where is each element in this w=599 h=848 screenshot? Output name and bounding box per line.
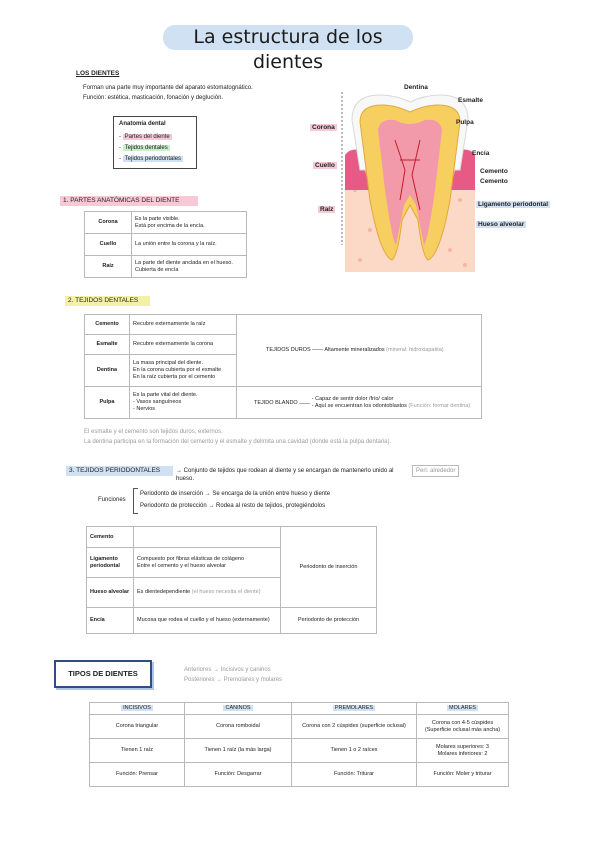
perio-name: Ligamento periodontal	[86, 547, 134, 578]
perio-name: Hueso alveolar	[86, 577, 134, 608]
table-row: Encía Mucosa que rodea el cuello y el hu…	[86, 607, 377, 634]
label-encia: Encía	[472, 150, 490, 157]
partes-heading: 1. PARTES ANATÓMICAS DEL DIENTE	[60, 196, 198, 206]
los-dientes-heading: LOS DIENTES	[76, 70, 120, 77]
perio-name: Encía	[86, 607, 134, 634]
table-row: Función: Prensar Función: Desgarrar Func…	[89, 762, 509, 787]
tejido-name: Esmalte	[84, 334, 130, 355]
partes-desc: La unión entre la corona y la raíz.	[131, 233, 247, 256]
perio-desc: Compuesto por fibras elásticas de coláge…	[133, 547, 281, 578]
tipos-note1: Anteriores → Incisivos y caninos	[184, 667, 271, 673]
partes-name: Cuello	[84, 233, 132, 256]
tejido-name: Dentina	[84, 354, 130, 387]
label-cemento1: Cemento	[480, 168, 508, 175]
anatomia-heading: Anatomía dental	[119, 121, 166, 127]
duros-cell: TEJIDOS DUROS —— Altamente mineralizados…	[236, 314, 482, 387]
table-row: Cemento Recubre externamente la raíz TEJ…	[84, 314, 482, 387]
table-row: Corona Es la parte visible.Está por enci…	[84, 211, 247, 234]
tipos-cell: Tienen 1 o 2 raíces	[291, 738, 417, 763]
brace	[133, 488, 138, 514]
gum-left	[345, 149, 370, 190]
tipos-heading: TIPOS DE DIENTES	[54, 660, 152, 688]
periodontales-heading: 3. TEJIDOS PERIODONTALES	[66, 466, 173, 476]
tipos-cell: Corona con 4-5 cúspides(Superficie oclus…	[416, 714, 509, 739]
label-corona: Corona	[310, 124, 337, 131]
tipos-table: INCISIVOS CANINOS PREMOLARES MOLARES Cor…	[89, 702, 509, 787]
func2: Periodonto de protección → Rodea al rest…	[140, 503, 326, 509]
table-row: Pulpa Es la parte vital del diente.- Vas…	[84, 386, 482, 419]
tejido-desc: Recubre externamente la corona	[129, 334, 237, 355]
anatomia-item: - Partes del diente	[119, 134, 172, 140]
funciones-label: Funciones	[98, 497, 126, 503]
pulp-shape	[378, 119, 442, 245]
tejido-name: Cemento	[84, 314, 130, 335]
partes-name: Raíz	[84, 255, 132, 278]
tipos-cell: Corona triangular	[89, 714, 185, 739]
gum-right	[450, 149, 475, 190]
tipos-cell: Corona con 2 cúspides (superficie oclusa…	[291, 714, 417, 739]
perio-desc: Es dientedependiente (el hueso necesita …	[133, 577, 281, 608]
anatomia-box: Anatomía dental - Partes del diente - Te…	[113, 116, 197, 169]
tejido-desc: La masa principal del diente.En la coron…	[129, 354, 237, 387]
page-title: La estructura de los dientes	[163, 25, 413, 73]
vessels	[394, 139, 421, 211]
tipos-cell: Tienen 1 raíz (la más larga)	[184, 738, 292, 763]
label-ligamento: Ligamento periodontal	[476, 201, 551, 208]
tipos-cell: Corona romboidal	[184, 714, 292, 739]
tejido-name: Pulpa	[84, 386, 130, 419]
partes-name: Corona	[84, 211, 132, 234]
los-dientes-line2: Función: estética, masticación, fonación…	[83, 95, 224, 101]
peri-tag: Peri: alrededor	[412, 465, 460, 477]
tipos-note2: Posteriores → Premolares y molares	[184, 677, 283, 683]
col-header: CANINOS	[184, 702, 292, 715]
proteccion-cell: Periodonto de protección	[280, 607, 377, 634]
partes-table: Corona Es la parte visible.Está por enci…	[84, 211, 247, 278]
perio-name: Cemento	[86, 526, 134, 548]
tipos-cell: Función: Triturar	[291, 762, 417, 787]
table-row: Cuello La unión entre la corona y la raí…	[84, 233, 247, 256]
periodontales-desc: → Conjunto de tejidos que rodean al dien…	[176, 468, 394, 482]
tejidos-table: Cemento Recubre externamente la raíz TEJ…	[84, 314, 482, 419]
tipos-cell: Función: Desgarrar	[184, 762, 292, 787]
tipos-cell: Tienen 1 raíz	[89, 738, 185, 763]
label-raiz: Raíz	[318, 206, 336, 213]
table-header-row: INCISIVOS CANINOS PREMOLARES MOLARES	[89, 702, 509, 715]
table-row: Cemento Periodonto de inserción	[86, 526, 377, 608]
tejido-desc: Es la parte vital del diente.- Vasos san…	[129, 386, 237, 419]
tejido-desc: Recubre externamente la raíz	[129, 314, 237, 335]
table-row: Corona triangular Corona romboidal Coron…	[89, 714, 509, 739]
table-row: Hueso alveolar Es dientedependiente (el …	[86, 577, 377, 608]
periodontales-table: Cemento Periodonto de inserción Ligament…	[86, 526, 377, 634]
tooth-diagram	[341, 92, 475, 272]
tejidos-heading: 2. TEJIDOS DENTALES	[65, 296, 150, 306]
partes-desc: La parte del diente anclada en el hueso.…	[131, 255, 247, 278]
los-dientes-line1: Forman una parte muy importante del apar…	[83, 85, 253, 91]
col-header: INCISIVOS	[89, 702, 185, 715]
table-row: Esmalte Recubre externamente la corona	[84, 334, 482, 355]
blando-cell: TEJIDO BLANDO —— - Capaz de sentir dolor…	[236, 386, 482, 419]
tejidos-note1: El esmalte y el cemento son tejidos duro…	[84, 429, 223, 435]
label-esmalte: Esmalte	[458, 97, 483, 104]
label-cuello: Cuello	[313, 162, 337, 169]
anatomia-item: - Tejidos periodontales	[119, 156, 184, 162]
tipos-cell: Función: Moler y triturar	[416, 762, 509, 787]
label-pulpa: Pulpa	[456, 119, 474, 126]
tejidos-note2: La dentina participa en la formación del…	[84, 439, 392, 445]
col-header: MOLARES	[416, 702, 509, 715]
partes-desc: Es la parte visible.Está por encima de l…	[131, 211, 247, 234]
table-row: Raíz La parte del diente anclada en el h…	[84, 255, 247, 278]
perio-desc: Mucosa que rodea el cuello y el hueso (e…	[133, 607, 281, 634]
anatomia-item: - Tejidos dentales	[119, 145, 170, 151]
label-cemento2: Cemento	[480, 178, 508, 185]
tipos-cell: Función: Prensar	[89, 762, 185, 787]
table-row: Tienen 1 raíz Tienen 1 raíz (la más larg…	[89, 738, 509, 763]
col-header: PREMOLARES	[291, 702, 417, 715]
label-dentina: Dentina	[404, 84, 428, 91]
perio-desc	[133, 526, 281, 548]
label-hueso: Hueso alveolar	[476, 221, 527, 228]
insercion-cell: Periodonto de inserción	[280, 526, 377, 608]
func1: Periodonto de inserción → Se encarga de …	[140, 491, 331, 497]
